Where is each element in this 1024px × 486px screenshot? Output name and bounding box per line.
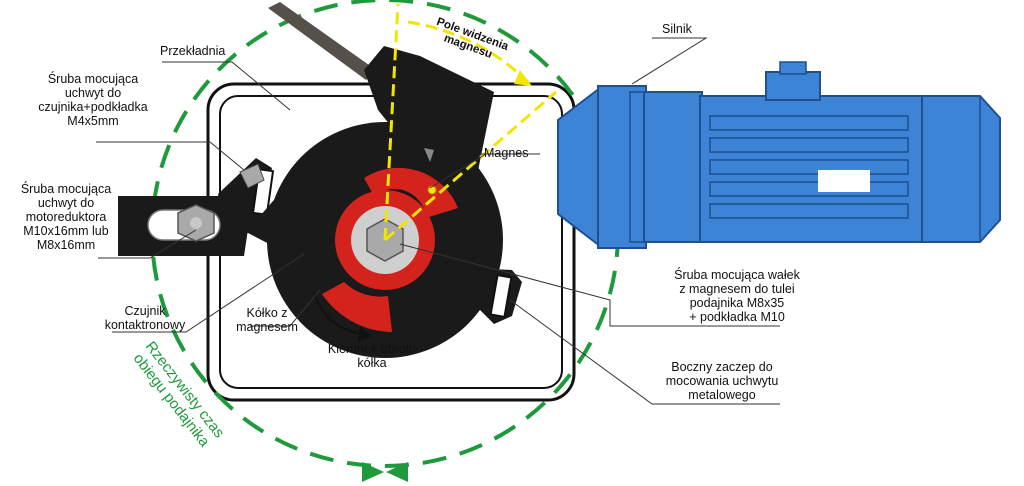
label-magnet: Magnes bbox=[484, 146, 529, 160]
hex-bolt-icon bbox=[177, 204, 215, 242]
label-magnet-wheel: Kółko z magnesem bbox=[236, 306, 298, 334]
small-arrow-icon bbox=[424, 148, 434, 162]
label-motor: Silnik bbox=[662, 22, 692, 36]
field-of-view bbox=[383, 3, 557, 242]
label-shaft-screw: Śruba mocująca wałek z magnesem do tulei… bbox=[674, 268, 800, 324]
label-side-hook: Boczny zaczep do mocowania uchwytu metal… bbox=[665, 360, 779, 402]
direction-arrows-icon bbox=[362, 462, 408, 482]
side-hook bbox=[470, 268, 522, 324]
label-motor-screw: Śruba mocująca uchwyt do motoreduktora M… bbox=[20, 182, 112, 252]
label-sensor-screw: Śruba mocująca uchwyt do czujnika+podkła… bbox=[38, 72, 148, 128]
label-gearbox: Przekładnia bbox=[160, 44, 226, 58]
sensor-holder bbox=[218, 158, 275, 236]
rotation-arrow-icon bbox=[313, 291, 372, 342]
field-arrow-icon bbox=[514, 70, 532, 86]
label-reed-sensor: Czujnik kontaktronowy bbox=[104, 304, 186, 332]
motor bbox=[557, 61, 1001, 249]
leader-lines bbox=[96, 37, 780, 405]
label-rotation-direction: Kierunek obrotu kółka bbox=[327, 342, 417, 370]
